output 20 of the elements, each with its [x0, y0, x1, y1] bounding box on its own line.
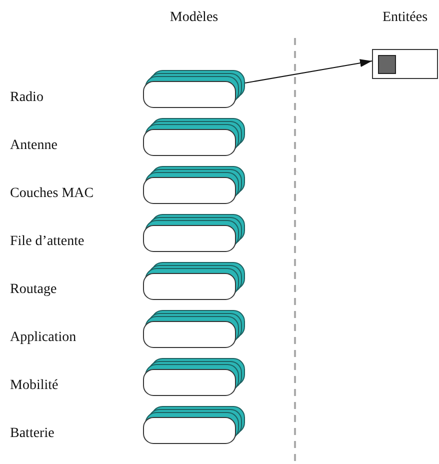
stacked-model-shape [143, 118, 245, 156]
layer-label: Application [10, 330, 76, 346]
arrow [244, 59, 372, 84]
layer-label: Routage [10, 282, 57, 298]
stacked-model-shape [143, 262, 245, 300]
layer-label: Radio [10, 90, 44, 106]
stacked-model-shape [143, 70, 245, 108]
layer-label: File d’attente [10, 234, 84, 250]
column-heading: Modèles [170, 10, 218, 26]
layer-label: Batterie [10, 426, 54, 442]
layer-label: Antenne [10, 138, 58, 154]
entity-box [372, 49, 438, 79]
stacked-model-shape [143, 166, 245, 204]
stacked-model-shape [143, 214, 245, 252]
stacked-model-shape [143, 310, 245, 348]
stacked-model-shape [143, 406, 245, 444]
stacked-model-shape [143, 358, 245, 396]
layer-label: Mobilité [10, 378, 58, 394]
column-heading: Entitées [382, 10, 428, 26]
layer-label: Couches MAC [10, 186, 94, 202]
